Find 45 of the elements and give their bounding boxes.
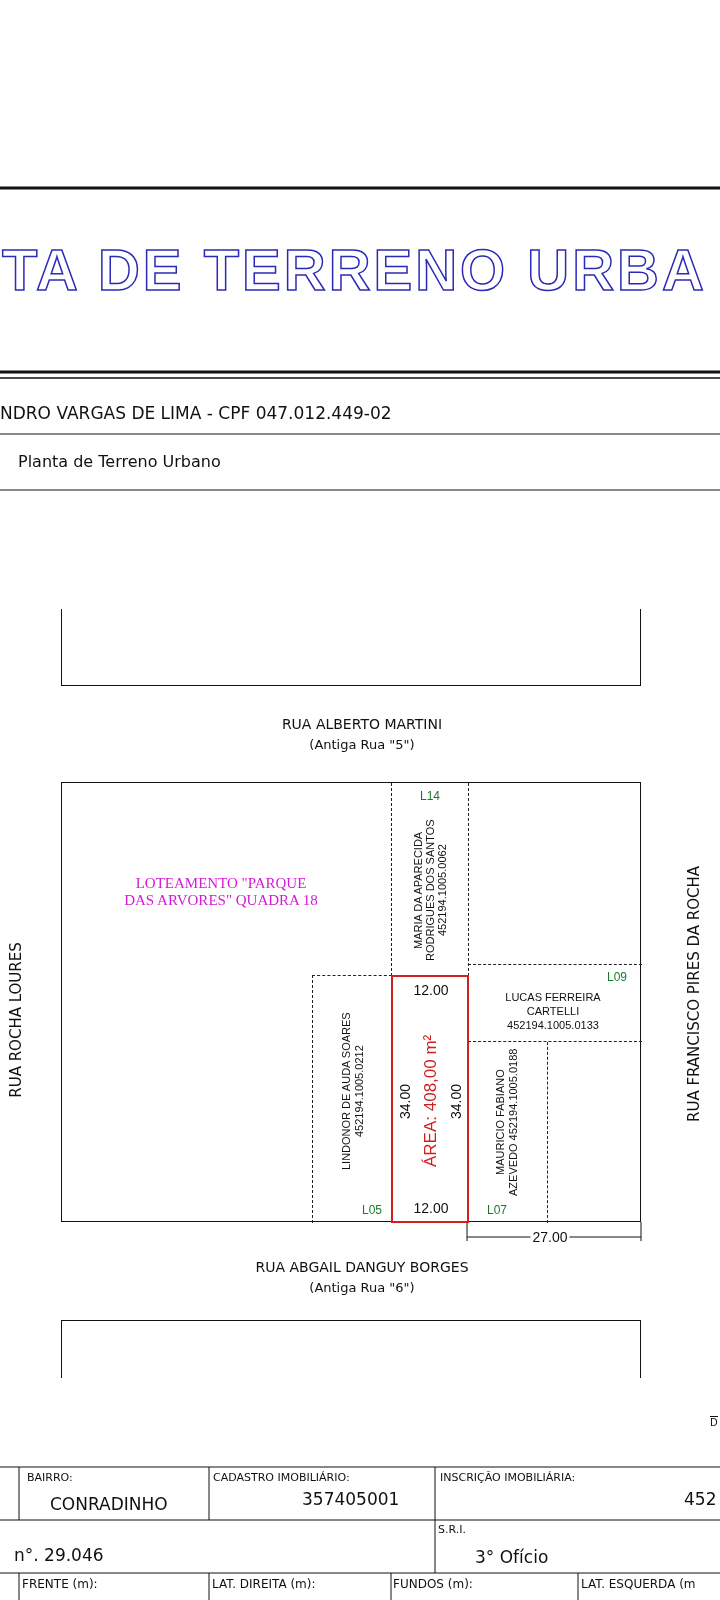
- lot-outline: [391, 783, 469, 976]
- drawing-title: TA DE TERRENO URBA: [2, 236, 707, 303]
- area-label: ÁREA: 408,00 m²: [420, 1033, 441, 1170]
- lot-number: L07: [486, 1202, 508, 1219]
- field-value: CONRADINHO: [50, 1494, 168, 1514]
- block-outline: [61, 1320, 641, 1378]
- lot-number: L05: [361, 1202, 383, 1219]
- street-name: RUA ALBERTO MARTINI: [281, 716, 443, 732]
- block-outline: [61, 782, 641, 1222]
- field-value: 357405001: [302, 1489, 400, 1509]
- dimension-label: 27.00: [530, 1229, 570, 1245]
- field-label: INSCRIÇÃO IMOBILIÁRIA:: [440, 1471, 576, 1484]
- lot-outline: [391, 975, 469, 1223]
- block-outline: [61, 609, 641, 686]
- field-value: 452: [684, 1489, 717, 1509]
- owner-label: MARIA DA APARECIDA RODRIGUES DOS SANTOS 452194.1005.0062: [411, 818, 449, 963]
- field-label: FUNDOS (m):: [393, 1577, 473, 1591]
- street-note: (Antiga Rua "6"): [309, 1280, 415, 1295]
- street-name: RUA ABGAIL DANGUY BORGES: [255, 1259, 469, 1275]
- drawing-subtitle: Planta de Terreno Urbano: [18, 452, 221, 471]
- development-label: LOTEAMENTO "PARQUE DAS ARVORES" QUADRA 18: [123, 874, 319, 910]
- field-label: S.R.I.: [438, 1523, 466, 1536]
- lot-outline: [468, 964, 642, 1042]
- field-label: FRENTE (m):: [22, 1577, 98, 1591]
- owner-label: MAURICIO FABIANO AZEVEDO 452194.1005.0188: [493, 1047, 520, 1197]
- field-label: LAT. ESQUERDA (m: [581, 1577, 696, 1591]
- street-name: RUA ROCHA LOURES: [7, 942, 25, 1098]
- street-name: RUA FRANCISCO PIRES DA ROCHA: [685, 866, 703, 1122]
- field-label: CADASTRO IMOBILIÁRIO:: [213, 1471, 350, 1484]
- street-note: (Antiga Rua "5"): [309, 737, 415, 752]
- lot-number: L14: [419, 788, 441, 805]
- owner-label: LINDONOR DE AUDA SOARES 452194.1005.0212: [339, 1011, 366, 1172]
- field-value: n°. 29.046: [14, 1545, 104, 1565]
- dimension-label: 12.00: [412, 1199, 450, 1218]
- lot-number: L09: [606, 969, 628, 986]
- dimension-label: 34.00: [447, 1082, 465, 1121]
- owner-label: LUCAS FERREIRA CARTELLI 452194.1005.0133: [504, 990, 602, 1033]
- dimension-label: 34.00: [396, 1082, 414, 1121]
- owner-line: NDRO VARGAS DE LIMA - CPF 047.012.449-02: [0, 403, 392, 423]
- dimension-label: 12.00: [412, 981, 450, 1000]
- margin-text: D: [710, 1416, 718, 1428]
- field-label: BAIRRO:: [27, 1471, 73, 1484]
- lot-outline: [312, 975, 392, 1223]
- field-label: LAT. DIREITA (m):: [212, 1577, 316, 1591]
- field-value: 3° Ofício: [475, 1547, 549, 1567]
